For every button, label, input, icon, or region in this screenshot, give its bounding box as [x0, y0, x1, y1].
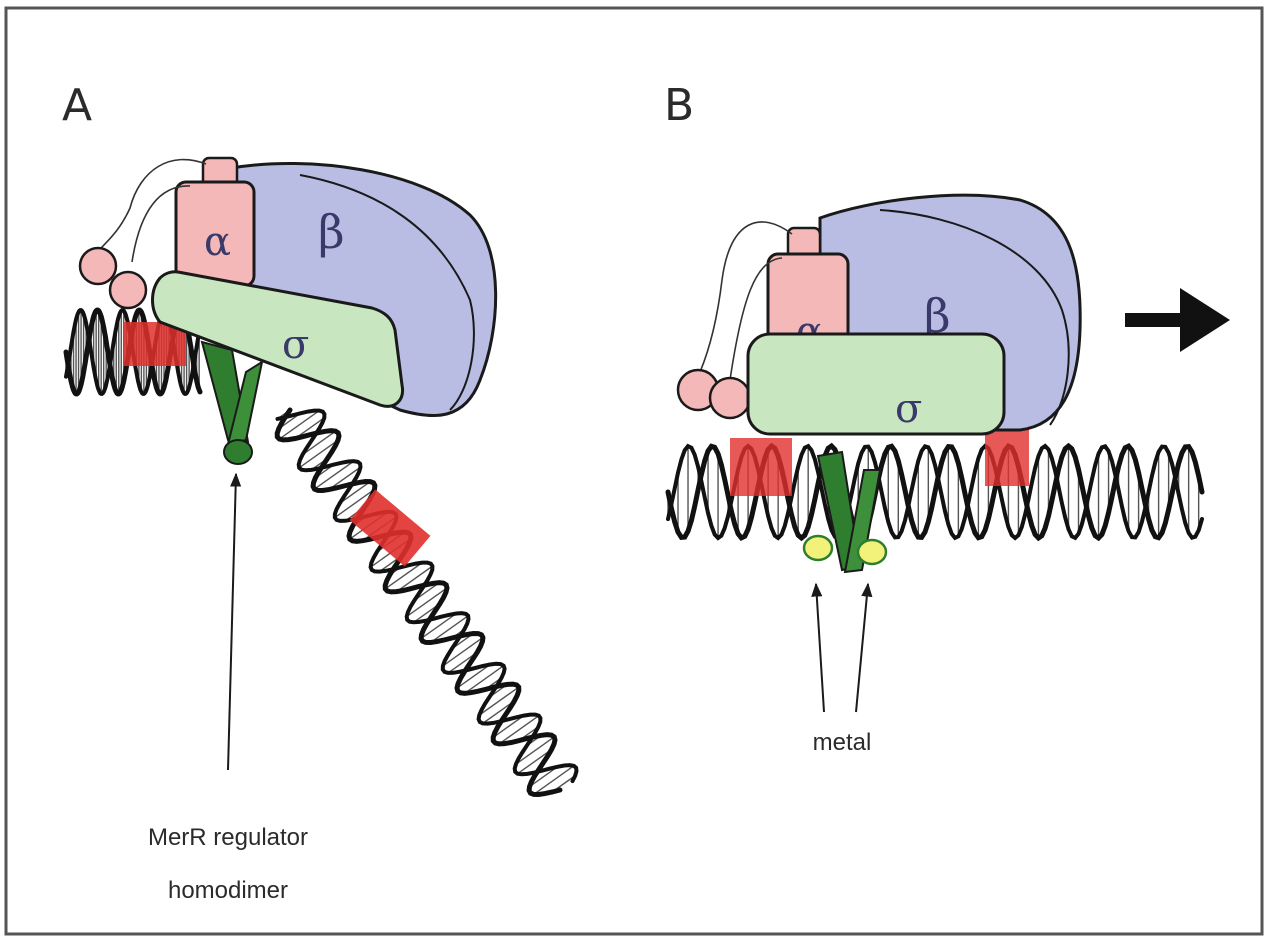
panel-a-sigma-label: σ — [282, 322, 309, 368]
panel-b-sigma-label: σ — [895, 386, 922, 432]
panel-a-letter: A — [62, 80, 92, 131]
panel-b-sigma-subunit — [748, 334, 1004, 434]
panel-a-alpha-ctd-1 — [80, 248, 116, 284]
figure-border — [6, 8, 1262, 934]
panel-a-merr-label-line2: homodimer — [168, 877, 288, 904]
panel-b-metal-ion-2 — [858, 540, 886, 564]
panel-a-merr-label-line1: MerR regulator — [148, 824, 308, 851]
panel-b-promoter-minus35 — [730, 438, 792, 496]
panel-a-beta-label: β — [318, 205, 345, 259]
panel-b-letter: B — [664, 80, 694, 131]
panel-b-metal-ion-1 — [804, 536, 832, 560]
panel-a-merr-dimer-base — [224, 440, 252, 464]
panel-a-alpha-label: α — [204, 219, 231, 265]
panel-a-alpha-ctd-2 — [110, 272, 146, 308]
panel-b-promoter-minus10 — [985, 428, 1029, 486]
panel-b-alpha-ctd-2 — [710, 378, 750, 418]
panel-b-metal-label: metal — [813, 729, 872, 756]
